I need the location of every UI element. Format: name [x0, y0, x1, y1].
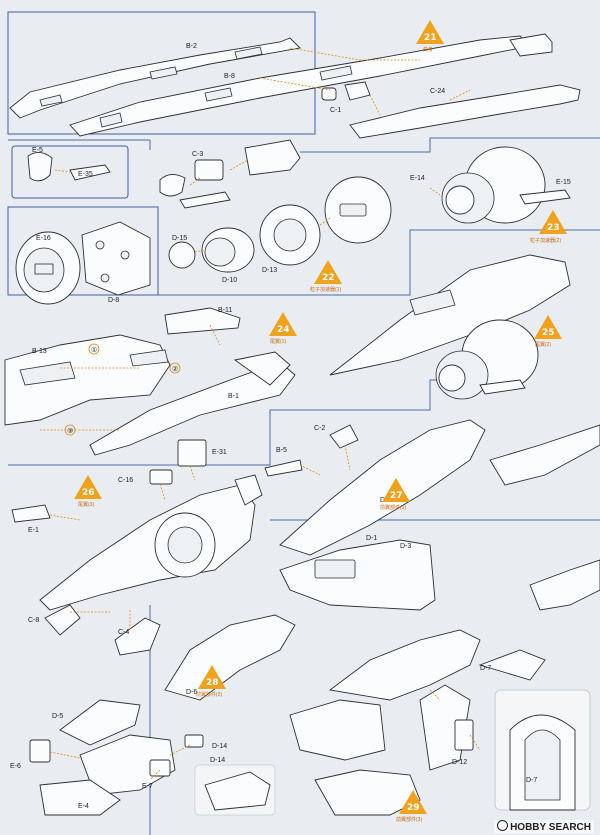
hobby-search-logo-icon — [497, 820, 509, 831]
marker-1: ① — [91, 346, 97, 354]
label-b5: B-5 — [276, 447, 287, 454]
part-c1 — [321, 87, 337, 101]
step28-front-wing — [29, 614, 296, 816]
step23-badge: 23 粒子加速器(2) — [530, 210, 567, 244]
label-d14b: D-14 — [210, 757, 225, 764]
label-d15: D-15 — [172, 235, 187, 242]
fuselage-part-c24 — [349, 84, 581, 139]
label-e1: E-1 — [28, 527, 39, 534]
label-d12: D-12 — [452, 759, 467, 766]
step22-left-frame — [7, 206, 159, 296]
label-c8: C-8 — [28, 617, 39, 624]
nozzle-right — [509, 33, 553, 57]
label-c4: C-4 — [118, 629, 129, 636]
step21-caption: 曲身 — [423, 46, 433, 53]
watermark-credit: HOBBY SEARCH — [494, 820, 594, 833]
label-d14a: D-14 — [212, 743, 227, 750]
step26-tail-wing — [11, 439, 263, 656]
step25-badge: 25 尾翼(2) — [534, 315, 562, 348]
label-c3: C-3 — [192, 151, 203, 158]
label-e15: E-15 — [556, 179, 571, 186]
marker-2: ② — [172, 365, 178, 373]
d7-inset — [494, 689, 591, 811]
label-e4: E-4 — [78, 803, 89, 810]
label-d5: D-5 — [52, 713, 63, 720]
label-e5: E-5 — [32, 147, 43, 154]
divider-main — [8, 139, 600, 296]
label-b2: B-2 — [186, 43, 197, 50]
label-d10: D-10 — [222, 277, 237, 284]
step29-caption: 前翼部件(3) — [396, 816, 422, 823]
step27-front-wing — [264, 419, 486, 611]
step25-caption: 尾翼(2) — [535, 342, 551, 348]
label-c1: C-1 — [330, 107, 341, 114]
label-d8: D-8 — [108, 297, 119, 304]
label-d7b: D-7 — [526, 777, 537, 784]
step28-number: 28 — [206, 678, 219, 688]
step21-number: 21 — [424, 33, 437, 43]
label-c16: C-16 — [118, 477, 133, 484]
right-edge-parts — [489, 424, 600, 611]
step23-number: 23 — [547, 223, 560, 233]
label-d6: D-6 — [186, 689, 197, 696]
label-b13: B-13 — [32, 348, 47, 355]
label-d1: D-1 — [366, 535, 377, 542]
step21-assembly — [9, 33, 581, 139]
marker-3: ③ — [67, 427, 73, 435]
step26-number: 26 — [82, 488, 95, 498]
step29-badge: 29 前翼部件(3) — [396, 790, 427, 823]
c3-assembly — [159, 139, 301, 209]
divider-upper-right — [300, 137, 600, 153]
step21-badge: 21 曲身 — [416, 20, 444, 53]
step27-number: 27 — [390, 491, 403, 501]
label-c2: C-2 — [314, 425, 325, 432]
step24-badge: 24 尾翼(1) — [269, 312, 297, 345]
label-e31: E-31 — [212, 449, 227, 456]
step22-badge: 22 粒子加速器(1) — [310, 260, 342, 293]
step22-center-parts — [168, 176, 392, 273]
step24-number: 24 — [277, 325, 290, 335]
label-e7: E-7 — [142, 783, 153, 790]
inset-e5-e35 — [27, 152, 111, 182]
step28-caption: 前翼部件(2) — [196, 691, 222, 698]
step24-tail-wing — [4, 307, 296, 456]
step22-number: 22 — [322, 273, 335, 283]
label-b11: B-11 — [218, 307, 232, 314]
step25-number: 25 — [542, 328, 555, 338]
step28-badge: 28 前翼部件(2) — [196, 665, 226, 698]
fuselage-part-b2 — [9, 37, 301, 119]
step21-frame — [7, 11, 316, 135]
step27-badge: 27 前翼部件(1) — [380, 478, 410, 511]
step29-front-wing — [289, 629, 546, 816]
step23-accelerator — [429, 146, 571, 224]
label-b8: B-8 — [224, 73, 235, 80]
step25-tail-wing — [329, 254, 571, 400]
credit-text: HOBBY SEARCH — [510, 822, 591, 833]
e5-inset-frame — [11, 145, 129, 199]
label-c24: C-24 — [430, 88, 445, 95]
label-e16: E-16 — [36, 235, 51, 242]
step22-left-parts — [15, 221, 151, 305]
step29-number: 29 — [407, 803, 420, 813]
step22-caption: 粒子加速器(1) — [310, 286, 341, 293]
step27-caption: 前翼部件(1) — [380, 504, 406, 511]
step24-caption: 尾翼(1) — [270, 339, 286, 345]
label-d3: D-3 — [400, 543, 411, 550]
label-e6: E-6 — [10, 763, 21, 770]
label-d13: D-13 — [262, 267, 277, 274]
label-d7a: D-7 — [480, 665, 491, 672]
label-e35: E-35 — [78, 171, 93, 178]
step26-caption: 尾翼(3) — [78, 502, 94, 508]
d14-inset — [194, 764, 276, 816]
label-e14: E-14 — [410, 175, 425, 182]
label-b1: B-1 — [228, 393, 239, 400]
step26-badge: 26 尾翼(3) — [74, 475, 102, 508]
step23-caption: 粒子加速器(2) — [530, 237, 561, 244]
